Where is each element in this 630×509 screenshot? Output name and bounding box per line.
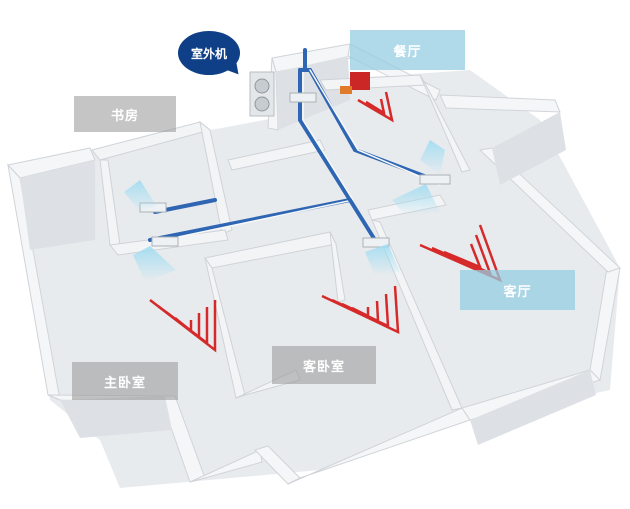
study-label: 书房 [74, 96, 176, 132]
living-label: 客厅 [460, 270, 575, 310]
master-bedroom-label: 主卧室 [72, 362, 178, 400]
floor-heating-icon [149, 91, 503, 353]
dining-label: 餐厅 [350, 30, 465, 70]
airflow-icon [124, 140, 445, 282]
indoor-unit-icon [139, 92, 451, 248]
dining-unit-icon [340, 72, 370, 94]
guest-bedroom-label: 客卧室 [272, 346, 376, 384]
outdoor-unit-label: 室外机 [178, 31, 240, 75]
outdoor-unit-icon [249, 71, 275, 117]
